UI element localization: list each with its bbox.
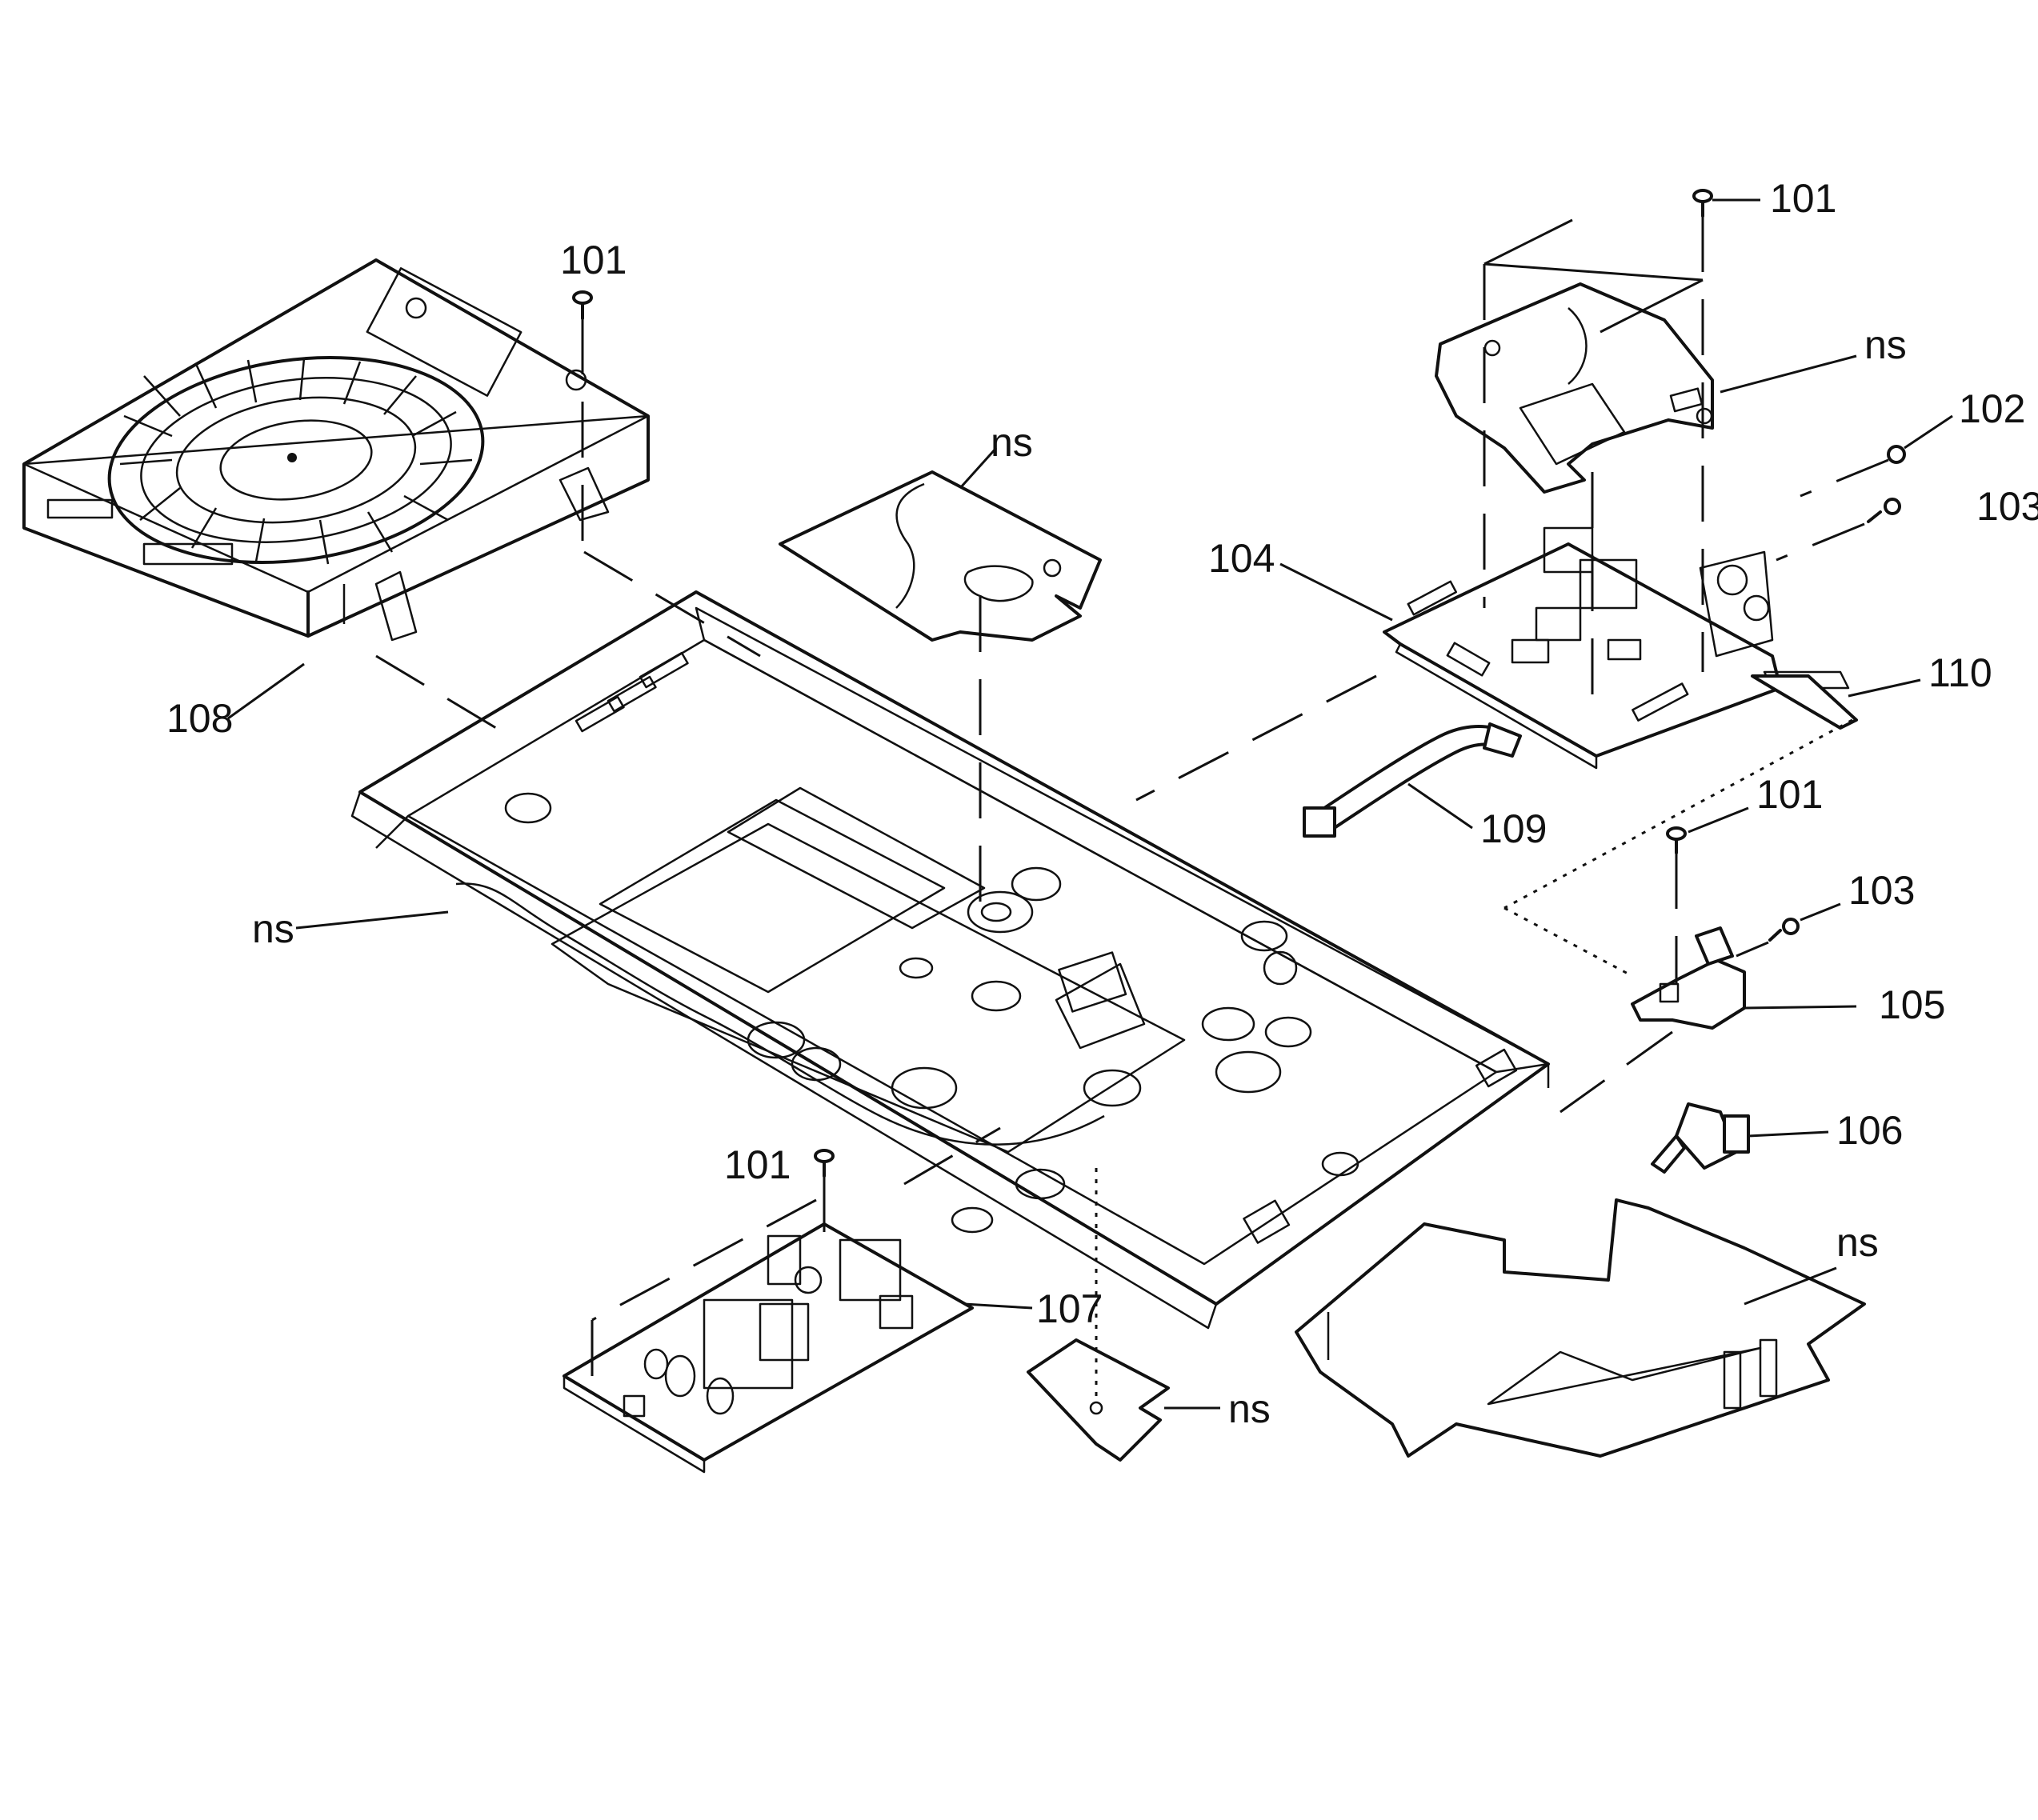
callout-leaders: [227, 198, 1953, 1410]
callout-c18: 107: [1036, 1286, 1103, 1331]
screw-101-top-left: [572, 290, 593, 320]
callout-c3: ns: [1864, 322, 1907, 367]
callout-c4: 102: [1959, 386, 2025, 431]
ribbon-cable: [1751, 674, 1858, 730]
callout-labels: 101 101 ns 102 103 ns 104 110 108 109 10…: [166, 176, 2038, 1431]
bottom-cover: [1295, 1198, 1866, 1458]
assembly-guides: [375, 216, 1889, 1400]
callout-c11: 101: [1756, 772, 1823, 817]
insulator-sheet: [779, 470, 1102, 642]
callout-c10: 109: [1480, 806, 1547, 851]
flat-cable: [1303, 722, 1522, 838]
callout-c9: 108: [166, 696, 233, 741]
callout-c19: ns: [1228, 1386, 1271, 1431]
callout-c1: 101: [1770, 176, 1836, 221]
callout-c15: 106: [1836, 1108, 1903, 1153]
callout-c7: 104: [1208, 536, 1275, 581]
screw-101-top-right: [1692, 189, 1713, 218]
callout-c13: ns: [252, 906, 294, 951]
main-chassis: [350, 590, 1550, 1330]
callout-c12: 103: [1848, 868, 1915, 913]
screw-101-mid: [1666, 826, 1687, 854]
callout-c16: 101: [724, 1142, 791, 1187]
disc-drive-unit: [22, 258, 650, 642]
callout-c8: 110: [1928, 650, 1992, 695]
power-switch: [1651, 1102, 1750, 1174]
screw-103-lower: [1768, 918, 1800, 942]
callout-c14: 105: [1879, 982, 1945, 1027]
screw-103-upper: [1867, 498, 1901, 523]
top-bracket: [1435, 282, 1714, 494]
small-plate: [1027, 1338, 1170, 1462]
callout-c2: 101: [560, 238, 627, 282]
screw-102: [1887, 445, 1906, 464]
power-pcb: [563, 1222, 974, 1474]
switch-bracket: [1631, 926, 1746, 1030]
callout-c17: ns: [1836, 1220, 1879, 1265]
callout-c5: 103: [1976, 484, 2038, 529]
screw-101-bottom: [814, 1149, 835, 1178]
screws: [572, 189, 1906, 1178]
callout-c6: ns: [991, 420, 1033, 465]
